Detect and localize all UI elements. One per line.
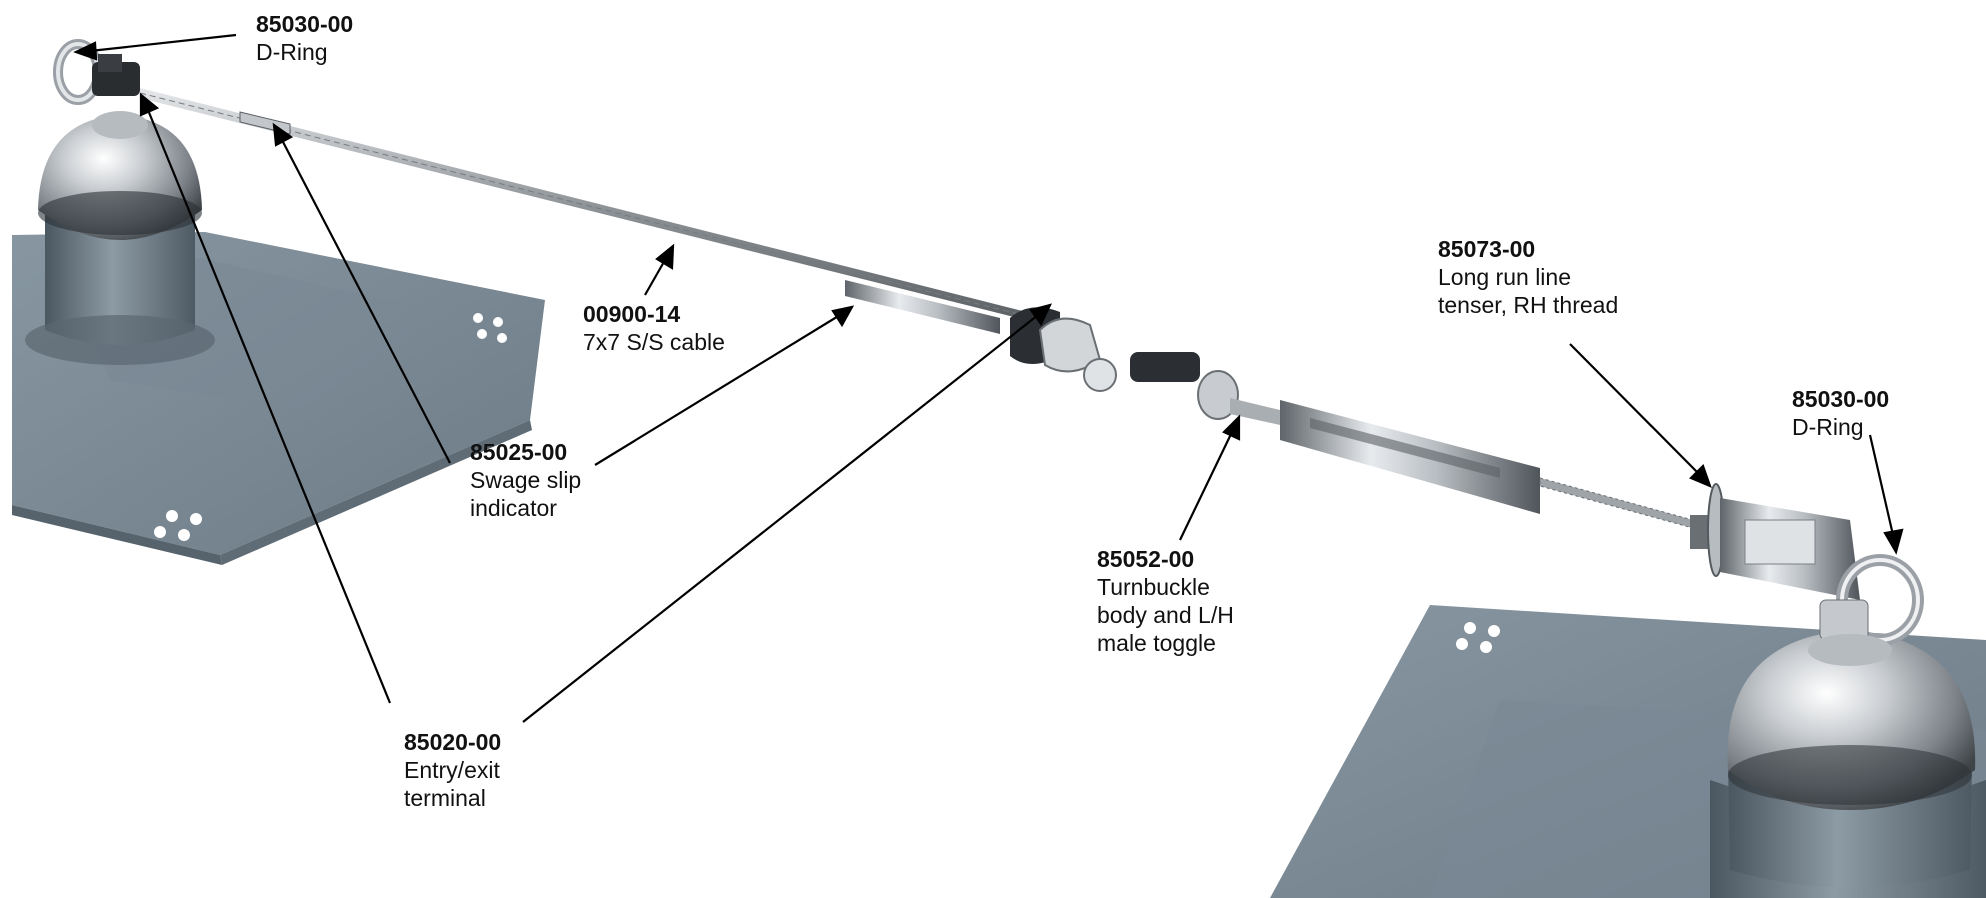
callout-turnbuckle: 85052-00 Turnbuckle body and L/H male to… bbox=[1097, 545, 1234, 657]
part-number: 85073-00 bbox=[1438, 236, 1536, 262]
callout-swage: 85025-00 Swage slip indicator bbox=[470, 438, 581, 522]
leader-swage bbox=[281, 139, 451, 464]
part-number: 00900-14 bbox=[583, 301, 681, 327]
leader-cable bbox=[644, 259, 666, 296]
leader-terminal-a bbox=[146, 109, 392, 704]
part-number: 85030-00 bbox=[1792, 386, 1890, 412]
arrowhead-turnbuckle-swage bbox=[831, 305, 855, 328]
arrowhead-dring-left bbox=[73, 41, 98, 61]
callout-tenser: 85073-00 Long run line tenser, RH thread bbox=[1438, 235, 1618, 319]
leader-dring-left bbox=[89, 33, 237, 53]
part-description: D-Ring bbox=[256, 39, 328, 65]
callout-dring-left: 85030-00 D-Ring bbox=[256, 10, 353, 66]
part-description: D-Ring bbox=[1792, 414, 1864, 440]
left-d-ring bbox=[53, 39, 148, 139]
callout-terminal: 85020-00 Entry/exit terminal bbox=[404, 728, 501, 812]
leader-turnbuckle bbox=[1179, 431, 1233, 541]
part-description: Swage slip indicator bbox=[470, 467, 582, 521]
part-description: Long run line tenser, RH thread bbox=[1438, 264, 1619, 318]
callout-dring-right: 85030-00 D-Ring bbox=[1792, 385, 1889, 441]
turnbuckle-body bbox=[1230, 398, 1701, 531]
line-tenser bbox=[1690, 483, 1860, 600]
leader-lines bbox=[73, 33, 1904, 723]
leader-tenser bbox=[1569, 343, 1701, 476]
arrowhead-terminal-b bbox=[1029, 303, 1053, 327]
left-post bbox=[25, 115, 215, 365]
part-number: 85020-00 bbox=[404, 729, 502, 755]
callout-cable: 00900-14 7x7 S/S cable bbox=[583, 300, 725, 356]
part-number: 85030-00 bbox=[256, 11, 354, 37]
right-d-ring bbox=[1808, 554, 1924, 666]
leader-turnbuckle-swage bbox=[594, 314, 841, 466]
leader-terminal-b bbox=[522, 314, 1039, 723]
right-post bbox=[1710, 630, 1986, 898]
arrowhead-tenser bbox=[1689, 463, 1712, 488]
arrowhead-dring-right bbox=[1883, 528, 1904, 555]
part-description: 7x7 S/S cable bbox=[583, 329, 725, 355]
part-number: 85052-00 bbox=[1097, 546, 1195, 572]
arrowhead-swage bbox=[272, 122, 294, 147]
part-number: 85025-00 bbox=[470, 439, 568, 465]
part-description: Entry/exit terminal bbox=[404, 757, 500, 811]
arrowhead-turnbuckle bbox=[1222, 414, 1241, 441]
middle-toggle bbox=[1010, 307, 1239, 420]
leader-dring-right bbox=[1868, 434, 1895, 536]
arrowhead-cable bbox=[655, 243, 675, 270]
arrowhead-terminal-a bbox=[139, 92, 160, 117]
part-description: Turnbuckle body and L/H male toggle bbox=[1097, 574, 1234, 656]
